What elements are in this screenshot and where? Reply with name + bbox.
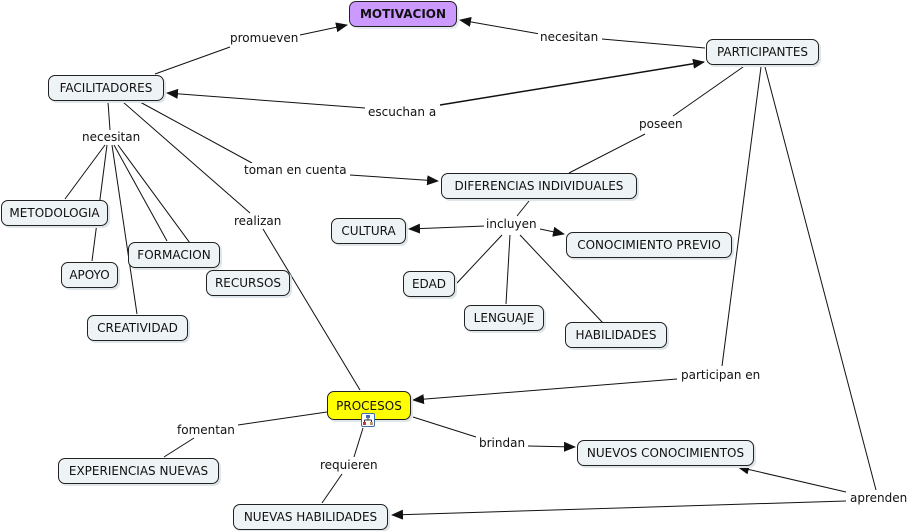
concept-apoyo[interactable]: APOYO xyxy=(61,262,118,288)
concept-facilitadores[interactable]: FACILITADORES xyxy=(48,75,164,101)
link-label-poseen: poseen xyxy=(637,117,685,131)
concept-experiencias-nuevas[interactable]: EXPERIENCIAS NUEVAS xyxy=(58,458,219,484)
link-participantes-participan xyxy=(721,66,762,367)
link-necesitan-motivacion xyxy=(459,16,541,35)
link-incluyen-edad xyxy=(456,234,503,284)
concept-habilidades[interactable]: HABILIDADES xyxy=(565,322,667,348)
link-realizan-procesos xyxy=(262,228,361,391)
link-label-brindan: brindan xyxy=(477,436,528,450)
link-participan-procesos xyxy=(412,378,678,405)
link-label-realizan: realizan xyxy=(232,214,284,228)
concept-cultura[interactable]: CULTURA xyxy=(331,218,406,244)
link-label-promueven: promueven xyxy=(228,31,301,45)
concept-formacion[interactable]: FORMACION xyxy=(128,242,220,268)
link-label-toman-en-cuenta: toman en cuenta xyxy=(242,163,349,177)
link-escuchan-facilitadores xyxy=(166,88,366,109)
link-label-necesitan-facilitadores: necesitan xyxy=(80,130,143,144)
link-facilitadores-promueven xyxy=(154,46,231,75)
concept-recursos[interactable]: RECURSOS xyxy=(206,270,290,296)
link-label-incluyen: incluyen xyxy=(484,217,539,231)
link-label-escuchan-a: escuchan a xyxy=(366,105,439,119)
concept-creatividad[interactable]: CREATIVIDAD xyxy=(87,315,188,341)
link-aprenden-conocimientos xyxy=(737,464,847,493)
link-label-necesitan-top: necesitan xyxy=(538,30,601,44)
link-brindan-conocimientos xyxy=(527,441,576,452)
link-escuchan-participantes xyxy=(439,58,705,106)
concept-nuevos-conocimientos[interactable]: NUEVOS CONOCIMIENTOS xyxy=(577,440,754,466)
link-necesitan-creatividad xyxy=(111,144,138,315)
link-procesos-brindan xyxy=(412,416,477,438)
link-facilitadores-necesitan xyxy=(107,101,111,131)
link-incluyen-cultura xyxy=(408,223,486,234)
concept-participantes[interactable]: PARTICIPANTES xyxy=(706,39,819,65)
link-fomentan-experiencias xyxy=(163,437,195,458)
link-label-fomentan: fomentan xyxy=(175,423,237,437)
link-necesitan-metodologia xyxy=(64,144,106,200)
concept-conocimiento-previo[interactable]: CONOCIMIENTO PREVIO xyxy=(566,232,732,258)
concept-nuevas-habilidades[interactable]: NUEVAS HABILIDADES xyxy=(233,504,388,530)
link-requieren-habilidades xyxy=(321,473,343,504)
concept-lenguaje[interactable]: LENGUAJE xyxy=(464,305,544,331)
link-incluyen-habilidades xyxy=(519,234,604,324)
link-facilitadores-toman xyxy=(139,101,253,164)
concept-metodologia[interactable]: METODOLOGIA xyxy=(1,200,108,226)
link-diferencias-incluyen xyxy=(516,200,530,217)
link-facilitadores-realizan xyxy=(122,101,251,214)
link-procesos-fomentan xyxy=(237,411,328,426)
link-aprenden-habilidades xyxy=(391,500,847,520)
link-label-requieren: requieren xyxy=(318,458,380,472)
link-promueven-motivacion xyxy=(299,22,348,36)
link-participantes-aprenden xyxy=(764,66,877,491)
concept-edad[interactable]: EDAD xyxy=(403,271,455,297)
link-participantes-necesitan xyxy=(601,38,706,49)
link-toman-diferencias xyxy=(349,174,439,186)
concept-diferencias-individuales[interactable]: DIFERENCIAS INDIVIDUALES xyxy=(441,173,637,199)
link-necesitan-formacion xyxy=(113,144,168,242)
concept-motivacion[interactable]: MOTIVACION xyxy=(349,1,457,27)
link-incluyen-lenguaje xyxy=(505,234,511,305)
submap-link-icon[interactable] xyxy=(361,413,375,427)
link-label-aprenden: aprenden xyxy=(848,491,910,505)
link-poseen-diferencias xyxy=(568,133,646,174)
hierarchy-icon xyxy=(363,415,373,425)
link-procesos-requieren xyxy=(353,427,364,458)
link-participantes-poseen xyxy=(672,66,744,117)
link-label-participan-en: participan en xyxy=(679,368,763,382)
link-incluyen-conocimiento xyxy=(539,226,565,237)
